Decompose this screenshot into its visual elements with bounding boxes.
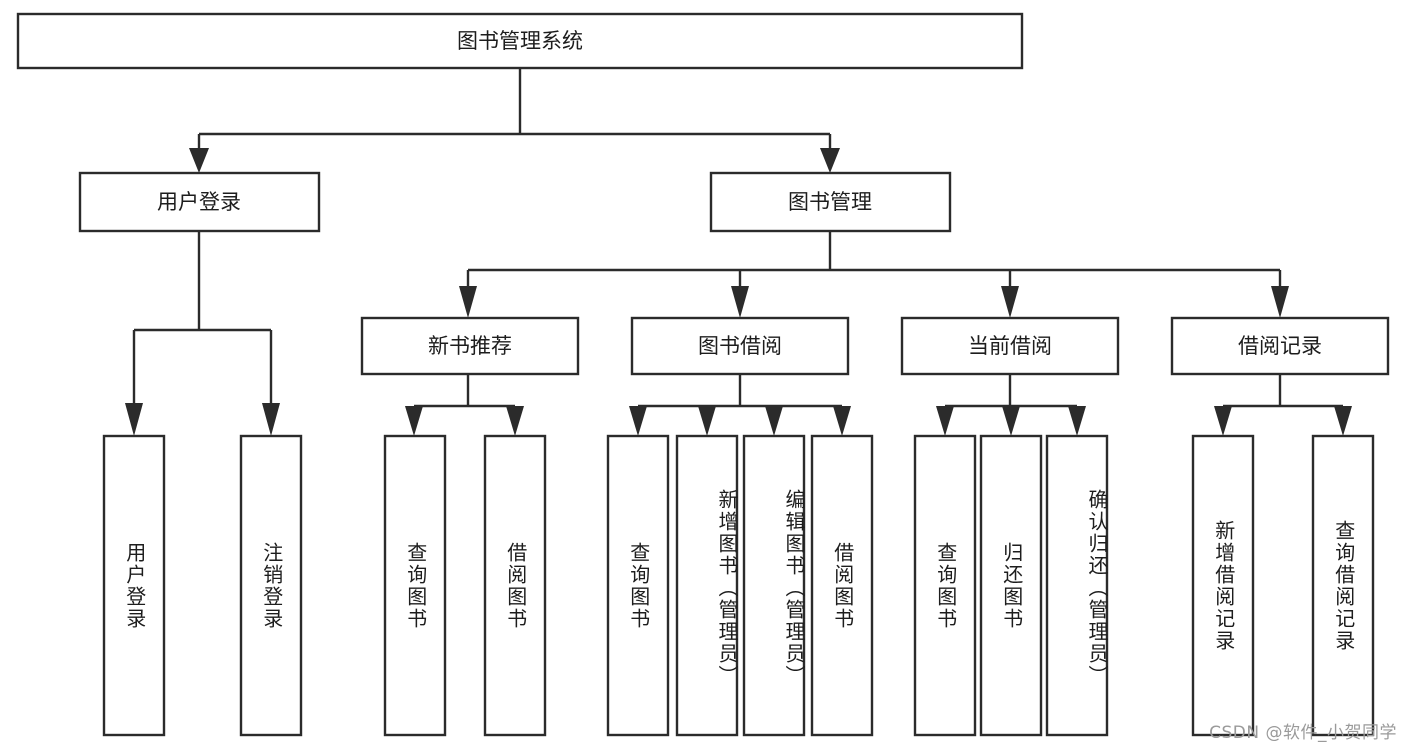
arrow-head-leaf-borrow-book-1 (506, 406, 524, 436)
connector-group-book-manage-to-level2 (459, 231, 1289, 318)
leaf-box-user-login[interactable] (102, 434, 166, 737)
node-current-borrow-label: 当前借阅 (968, 334, 1052, 358)
node-book-manage[interactable]: 图书管理 (709, 171, 952, 233)
watermark-text: CSDN @软件_小贺同学 (1209, 723, 1397, 743)
arrow-head-borrow-record (1271, 286, 1289, 318)
leaf-box-return-book[interactable] (979, 434, 1043, 737)
arrow-head-leaf-borrow-book-2 (833, 406, 851, 436)
leaf-box-query-book-3[interactable] (913, 434, 977, 737)
node-user-login-box[interactable] (78, 171, 321, 233)
arrow-head-leaf-add-record (1214, 406, 1232, 436)
arrow-head-book-manage (820, 148, 840, 173)
leaf-box-query-book-2[interactable] (606, 434, 670, 737)
arrow-head-leaf-return-book (1002, 406, 1020, 436)
arrow-head-new-book-recommend (459, 286, 477, 318)
node-book-borrow[interactable]: 图书借阅 (630, 316, 850, 376)
node-book-manage-box[interactable] (709, 171, 952, 233)
arrow-head-leaf-query-record (1334, 406, 1352, 436)
arrow-head-leaf-query-book-2 (629, 406, 647, 436)
connector-group-borrow-record-leaves (1214, 374, 1352, 436)
node-book-manage-label: 图书管理 (788, 190, 872, 214)
arrow-head-leaf-query-book-1 (405, 406, 423, 436)
node-root[interactable]: 图书管理系统 (16, 12, 1024, 70)
connector-group-user-login-leaves (125, 231, 280, 436)
arrow-head-leaf-query-book-3 (936, 406, 954, 436)
arrow-head-leaf-user-login (125, 403, 143, 436)
leaf-box-add-record[interactable] (1191, 434, 1255, 737)
leaf-box-add-book[interactable] (675, 434, 739, 737)
connector-group-current-borrow-leaves (936, 374, 1086, 436)
node-new-book-recommend-label: 新书推荐 (428, 334, 512, 358)
arrow-head-leaf-add-book (698, 406, 716, 436)
arrow-head-user-login (189, 148, 209, 173)
arrow-head-book-borrow (731, 286, 749, 318)
node-book-borrow-box[interactable] (630, 316, 850, 376)
leaf-box-confirm-return[interactable] (1045, 434, 1109, 737)
arrow-head-leaf-logout (262, 403, 280, 436)
node-current-borrow[interactable]: 当前借阅 (900, 316, 1120, 376)
node-book-borrow-label: 图书借阅 (698, 334, 782, 358)
node-borrow-record[interactable]: 借阅记录 (1170, 316, 1390, 376)
leaf-box-borrow-book-2[interactable] (810, 434, 874, 737)
node-root-label: 图书管理系统 (457, 29, 583, 53)
node-borrow-record-box[interactable] (1170, 316, 1390, 376)
arrow-head-leaf-edit-book (765, 406, 783, 436)
leaf-box-logout[interactable] (239, 434, 303, 737)
arrow-head-leaf-confirm-return (1068, 406, 1086, 436)
node-user-login-label: 用户登录 (157, 190, 241, 214)
arrow-head-current-borrow (1001, 286, 1019, 318)
node-current-borrow-box[interactable] (900, 316, 1120, 376)
leaf-box-query-book-1[interactable] (383, 434, 447, 737)
connector-group-book-borrow-leaves (629, 374, 851, 436)
node-user-login[interactable]: 用户登录 (78, 171, 321, 233)
connector-group-root-to-level1 (189, 68, 840, 173)
node-root-box[interactable] (16, 12, 1024, 70)
node-new-book-recommend[interactable]: 新书推荐 (360, 316, 580, 376)
node-new-book-recommend-box[interactable] (360, 316, 580, 376)
leaf-box-borrow-book-1[interactable] (483, 434, 547, 737)
connector-group-new-book-recommend-leaves (405, 374, 524, 436)
leaf-box-query-record[interactable] (1311, 434, 1375, 737)
leaf-box-edit-book[interactable] (742, 434, 806, 737)
node-borrow-record-label: 借阅记录 (1238, 334, 1322, 358)
